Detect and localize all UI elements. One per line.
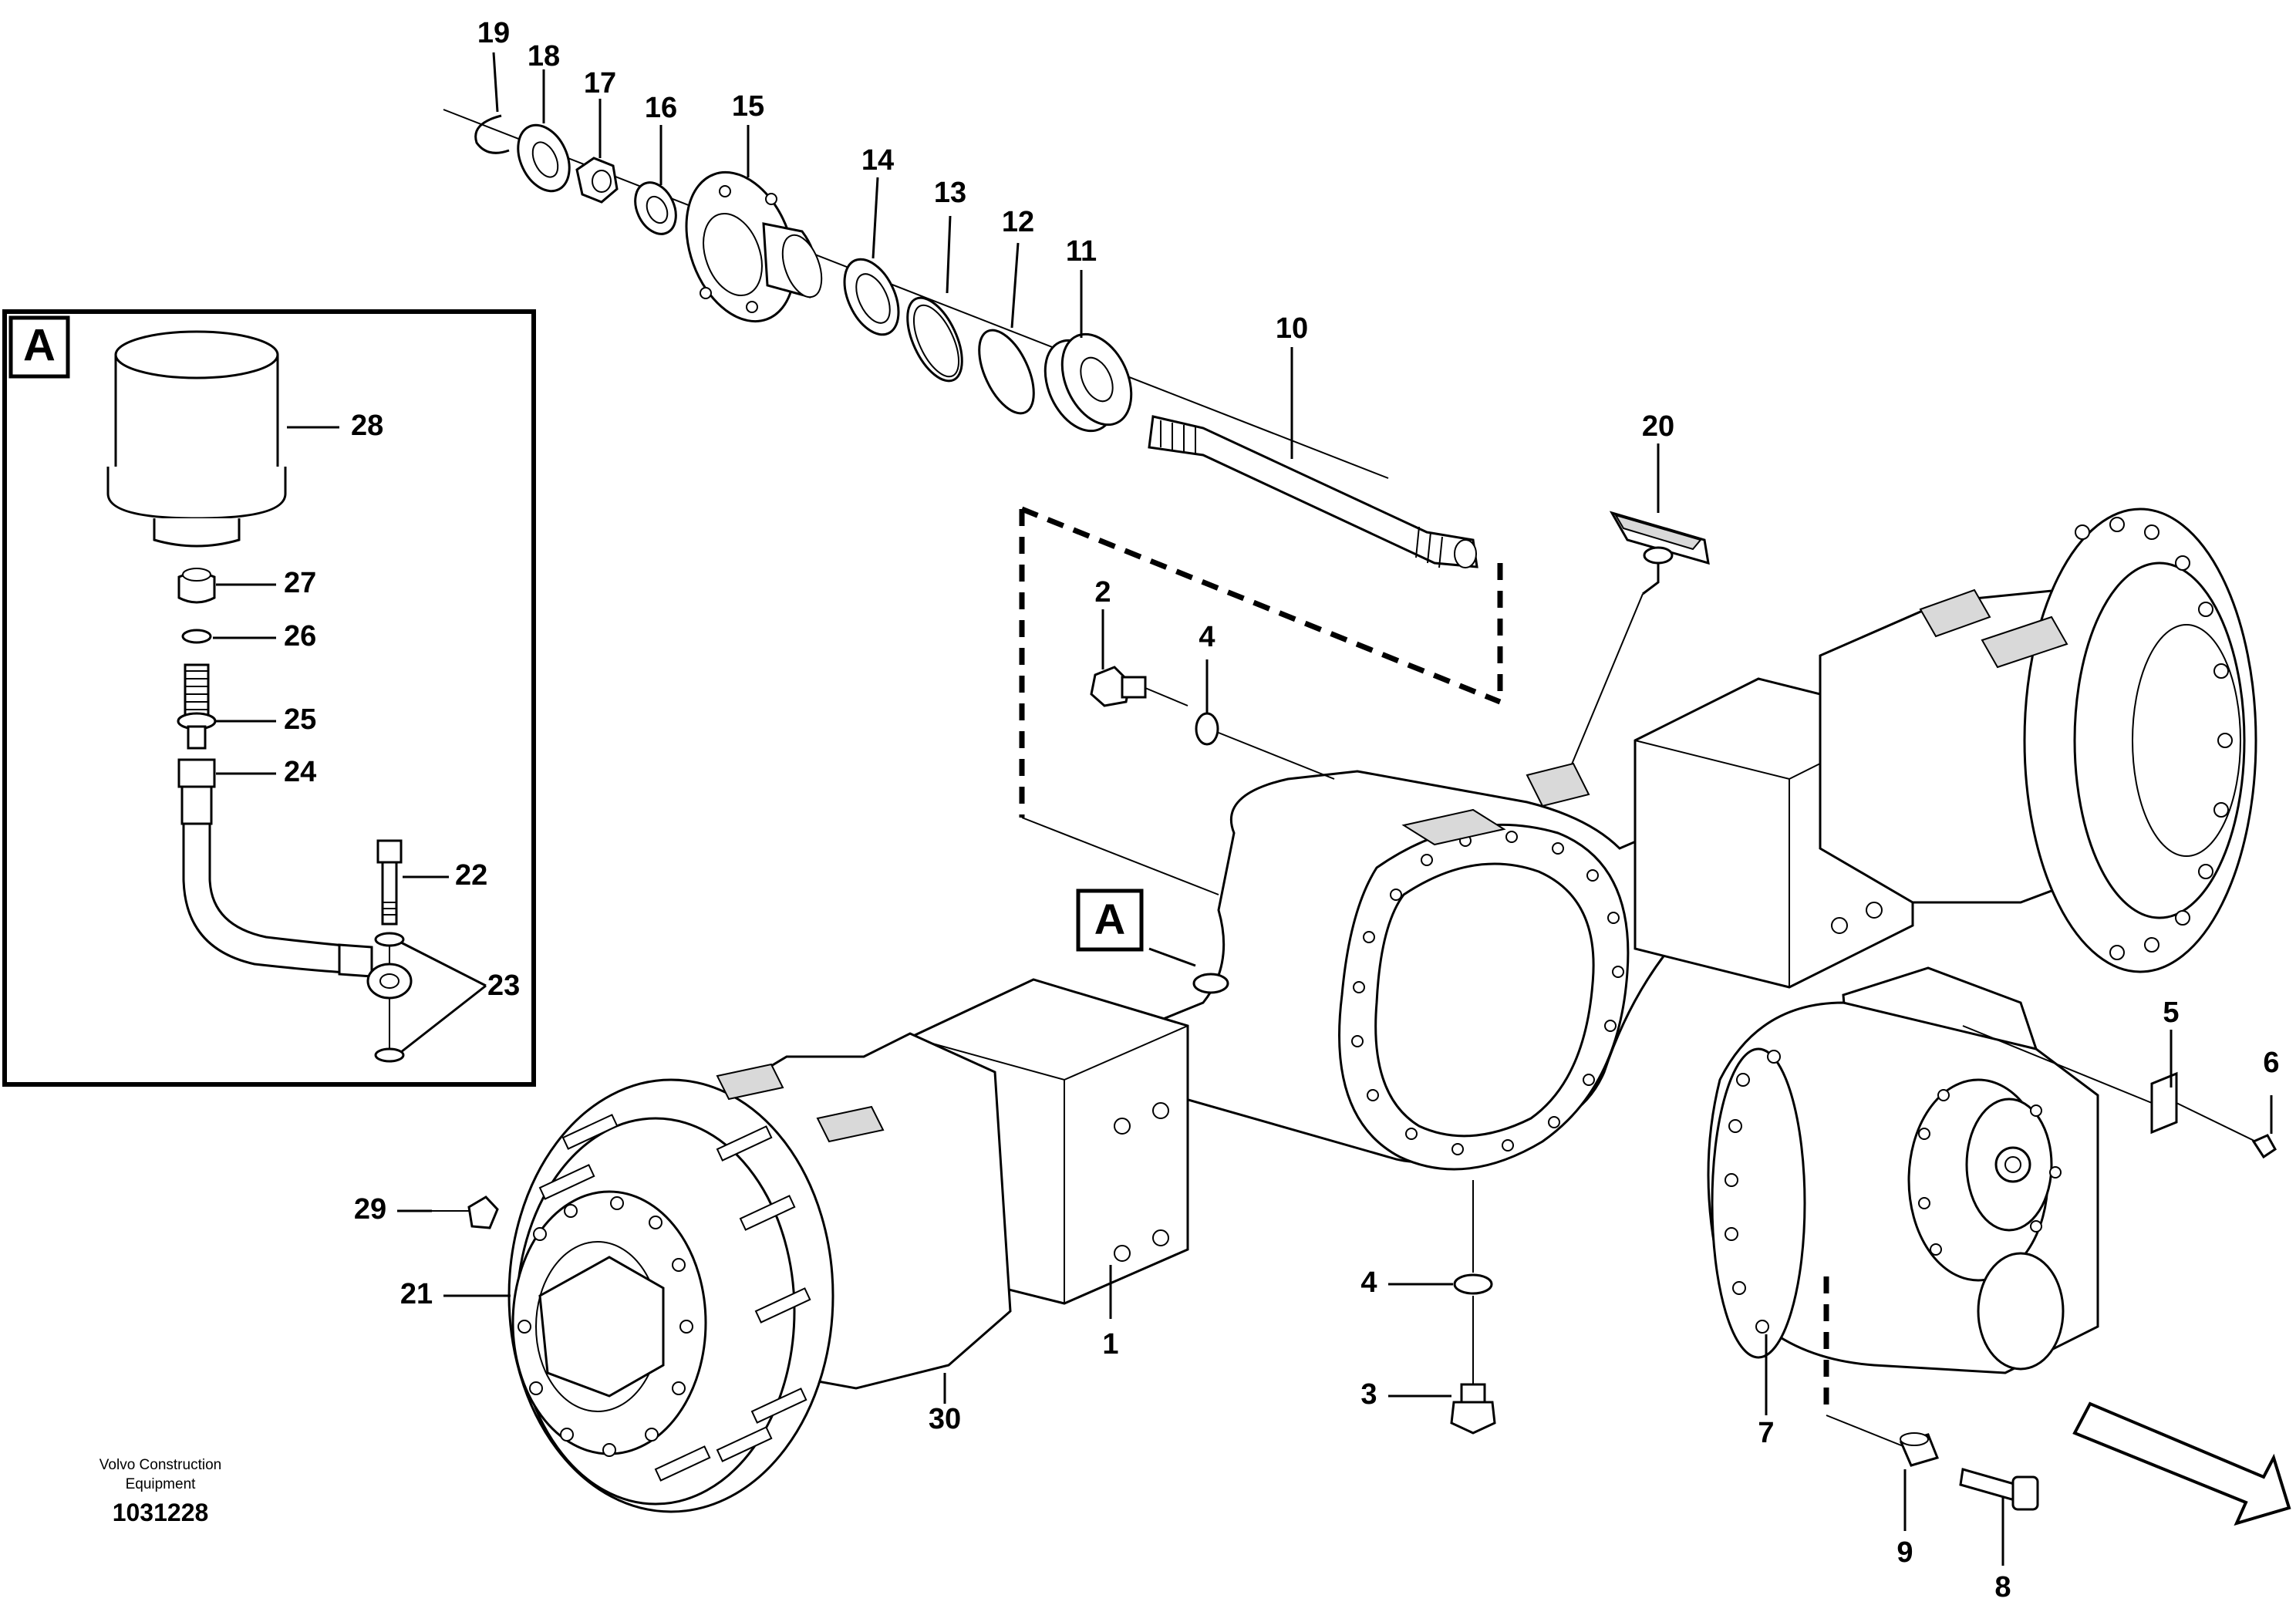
callout-27: 27 <box>284 567 316 599</box>
callout-11: 11 <box>1066 235 1097 268</box>
filler-plug <box>1090 666 1188 707</box>
hub-plug <box>432 1195 499 1229</box>
callout-17: 17 <box>584 67 616 99</box>
callout-20: 20 <box>1642 410 1674 443</box>
drawing-number: 1031228 <box>113 1499 209 1526</box>
guide-pin <box>1899 1432 1940 1467</box>
detail-view-label: A <box>23 320 56 370</box>
hub-studs-right <box>2075 517 2233 960</box>
callout-29: 29 <box>354 1193 386 1226</box>
callout-15: 15 <box>732 90 764 123</box>
callout-23: 23 <box>487 969 520 1002</box>
shaft-seal <box>843 258 900 336</box>
callout-7: 7 <box>1758 1417 1774 1449</box>
shaft-washer <box>634 181 677 235</box>
pinion-shaft <box>1148 415 1478 568</box>
callout-6: 6 <box>2263 1047 2279 1079</box>
right-wheel-hub <box>1819 508 2257 973</box>
callout-9: 9 <box>1896 1536 1913 1569</box>
callout-25: 25 <box>284 703 316 736</box>
left-wheel-hub <box>432 1032 1012 1513</box>
callout-21: 21 <box>400 1278 433 1310</box>
snap-ring <box>474 114 510 154</box>
callout-2: 2 <box>1094 576 1111 609</box>
spacer-ring <box>978 329 1035 415</box>
threaded-nipple <box>177 663 217 750</box>
hub-bolt-circle-left <box>518 1196 693 1457</box>
carrier-bolt <box>1959 1468 2039 1511</box>
callout-1: 1 <box>1102 1328 1118 1361</box>
drive-shaft-stack <box>443 109 1478 568</box>
callout-14: 14 <box>861 144 894 177</box>
callout-22: 22 <box>455 859 487 892</box>
callout-26: 26 <box>284 620 316 653</box>
retaining-ring <box>906 296 963 383</box>
drain-plug <box>1450 1296 1496 1435</box>
shaft-nut <box>575 157 619 204</box>
callout-4-upper: 4 <box>1199 621 1215 653</box>
callout-3: 3 <box>1360 1378 1377 1411</box>
differential-carrier <box>1707 966 2099 1451</box>
callout-12: 12 <box>1002 206 1034 238</box>
company-name-line2: Equipment <box>126 1476 197 1492</box>
callout-24: 24 <box>284 756 316 788</box>
breather-bracket <box>1565 511 1710 780</box>
shaft-bearing <box>1043 332 1133 433</box>
forward-arrow-icon <box>2072 1401 2291 1526</box>
label-plate <box>1962 1025 2264 1146</box>
hub-studs-left <box>538 1114 811 1482</box>
callout-19: 19 <box>477 17 510 49</box>
companion-flange <box>685 170 823 323</box>
callout-16: 16 <box>645 92 677 124</box>
shaft-reference-frame <box>1019 506 1503 895</box>
callout-10: 10 <box>1276 312 1308 345</box>
o-ring-upper <box>1195 712 1219 746</box>
callout-28: 28 <box>351 410 383 442</box>
breather-hose <box>177 758 373 978</box>
callout-4-lower: 4 <box>1360 1266 1377 1299</box>
callout-13: 13 <box>934 177 966 209</box>
callout-8: 8 <box>1994 1571 2011 1603</box>
washer <box>181 629 212 644</box>
banjo-fitting <box>366 839 413 1063</box>
carrier-bolts <box>1725 1050 2062 1334</box>
callout-5: 5 <box>2163 996 2179 1029</box>
callout-30: 30 <box>929 1403 961 1435</box>
top-leaders <box>492 52 1660 513</box>
axle-housing <box>909 677 1914 1305</box>
lock-plate <box>517 123 571 193</box>
breather-filter <box>106 330 287 548</box>
main-leaders <box>397 609 2273 1566</box>
detail-marker-a: A <box>1076 889 1144 952</box>
company-name-line1: Volvo Construction <box>99 1457 221 1473</box>
detail-view-a: A <box>2 309 536 1087</box>
o-ring-lower <box>1453 1273 1493 1295</box>
breather-nut <box>177 568 216 604</box>
flange-bolts <box>1351 831 1624 1155</box>
detail-marker-label: A <box>1094 895 1125 943</box>
callout-18: 18 <box>528 40 560 73</box>
rivet-screw <box>2251 1134 2277 1159</box>
